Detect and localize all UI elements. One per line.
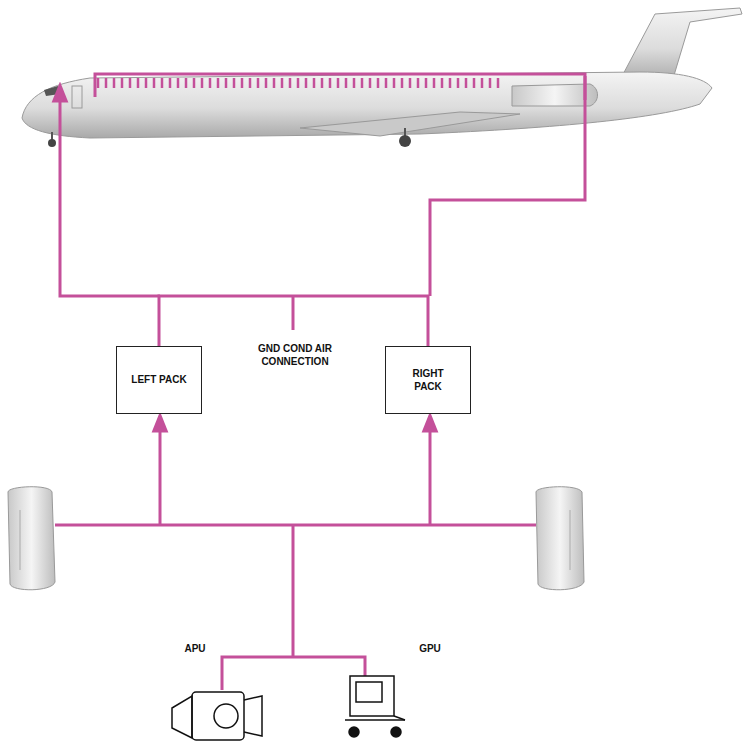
- apu-symbol: [172, 692, 262, 740]
- pack-label: RIGHT PACK: [398, 367, 458, 394]
- air-duct: [159, 296, 428, 346]
- pack-label: LEFT PACK: [131, 373, 186, 387]
- connection-label: GND COND AIR CONNECTION: [238, 342, 352, 368]
- pack-box: RIGHT PACK: [385, 346, 471, 414]
- source-label: GPU: [408, 642, 452, 655]
- engine-right: [536, 487, 584, 590]
- engine-left: [8, 487, 55, 590]
- gpu-symbol: [345, 676, 405, 737]
- source-label: APU: [173, 642, 217, 655]
- pack-box: LEFT PACK: [116, 346, 202, 414]
